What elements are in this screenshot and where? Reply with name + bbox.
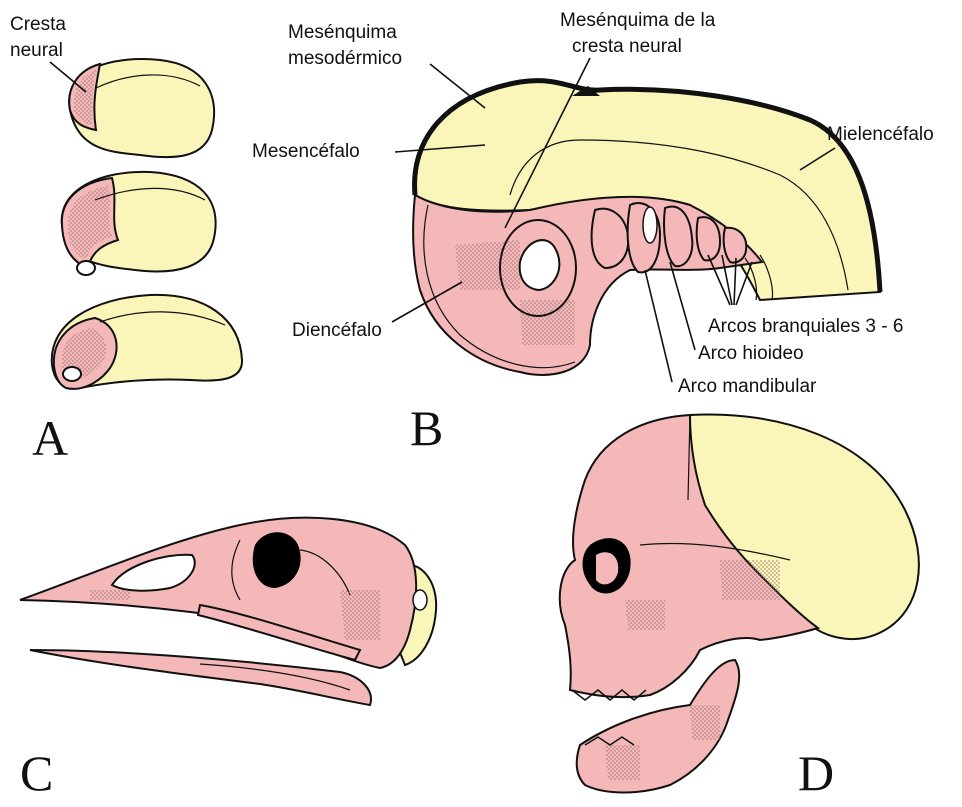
panel-letter-c: C [20, 745, 53, 801]
label-arco-mandibular: Arco mandibular [678, 376, 817, 397]
bird-mandible [30, 650, 371, 705]
panel-letter-b: B [410, 400, 443, 456]
label-mielencefalo: Mielencéfalo [827, 124, 934, 145]
panel-c-bird-skull: C [20, 518, 436, 801]
panel-b-embryo-head: Mesénquima mesodérmico Mesénquima de la … [252, 10, 934, 456]
label-arco-hioideo: Arco hioideo [698, 343, 804, 364]
label-diencefalo: Diencéfalo [292, 320, 382, 341]
label-cresta-neural-line1: Cresta [10, 14, 66, 35]
panel-d-human-skull: D [560, 414, 919, 801]
embryo-stage-3 [52, 295, 242, 389]
label-mesenquima-cresta-2: cresta neural [572, 36, 682, 57]
embryo-stage-2 [62, 172, 216, 275]
panel-letter-d: D [798, 745, 834, 801]
label-arcos-branquiales: Arcos branquiales 3 - 6 [708, 316, 903, 337]
embryo-stage-1 [69, 59, 214, 157]
label-mesenquima-mesodermico-2: mesodérmico [288, 48, 402, 69]
label-mesenquima-mesodermico-1: Mesénquima [288, 22, 397, 43]
label-cresta-neural-line2: neural [10, 40, 63, 61]
label-mesencefalo: Mesencéfalo [252, 141, 360, 162]
label-mesenquima-cresta-1: Mesénquima de la [560, 10, 716, 31]
panel-a-embryos: Cresta neural A [10, 14, 242, 466]
panel-letter-a: A [32, 410, 68, 466]
